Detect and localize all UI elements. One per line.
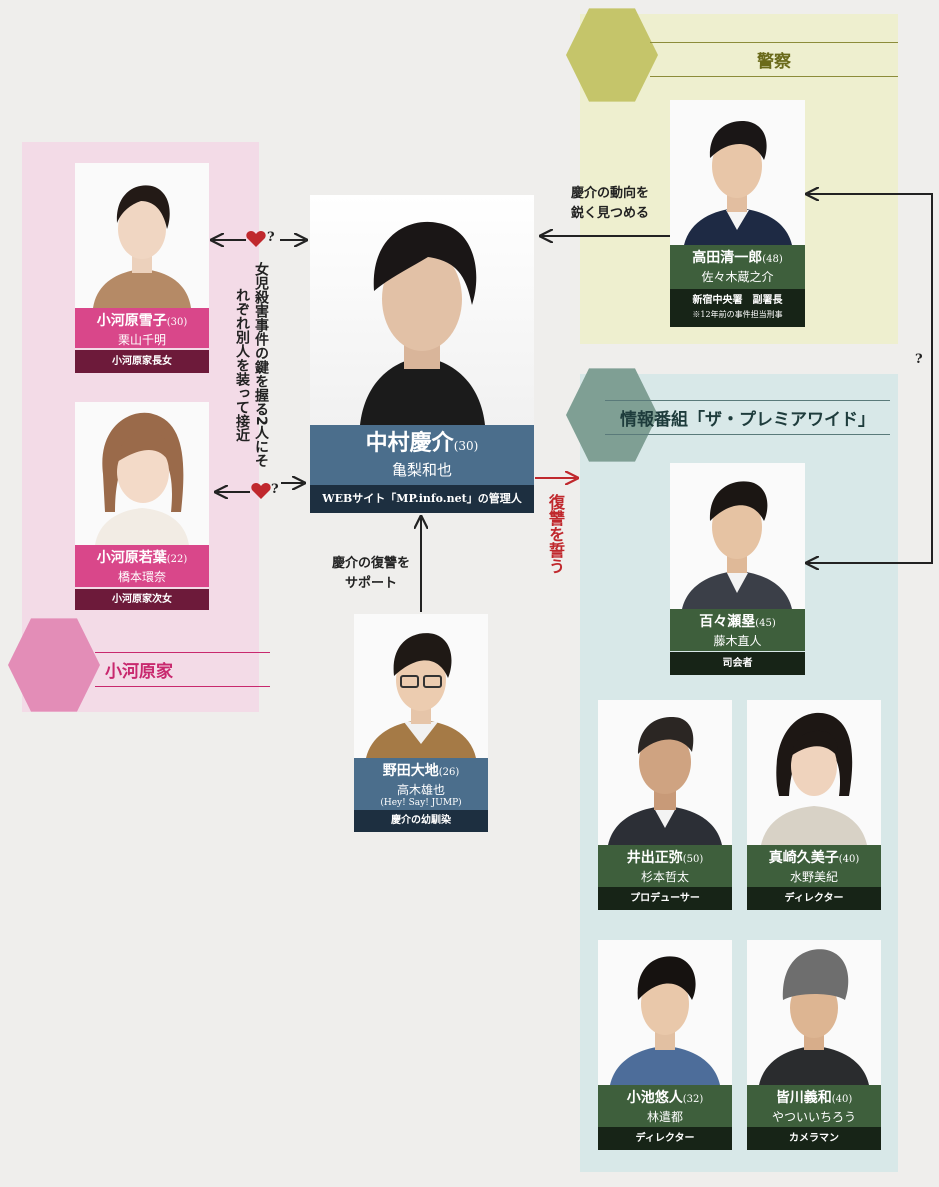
momose-photo — [670, 463, 805, 609]
support-line-1: 慶介の復讐を — [331, 556, 410, 571]
minagawa-actor: やついいちろう — [771, 1110, 856, 1124]
police-section-title: 警察 — [650, 42, 898, 77]
noda-namebox: 野田大地(26) 高木雄也 (Hey! Say! JUMP) — [354, 758, 488, 810]
masaki-actor: 水野美紀 — [789, 870, 838, 884]
masaki-role: ディレクター — [747, 887, 881, 910]
minagawa-photo — [747, 940, 881, 1085]
noda-age: (26) — [438, 767, 460, 778]
supporter-card-noda[interactable]: 野田大地(26) 高木雄也 (Hey! Say! JUMP) 慶介の幼馴染 — [354, 614, 488, 832]
noda-name: 野田大地 — [382, 763, 439, 779]
ide-namebox: 井出正弥(50) 杉本哲太 — [598, 845, 732, 887]
koike-namebox: 小池悠人(32) 林遣都 — [598, 1085, 732, 1127]
momose-role: 司会者 — [670, 652, 805, 675]
momose-name: 百々瀬塁 — [699, 614, 756, 630]
minagawa-namebox: 皆川義和(40) やついいちろう — [747, 1085, 881, 1127]
yukiko-role: 小河原家長女 — [75, 350, 209, 373]
question-mark: ? — [267, 230, 275, 245]
ide-actor: 杉本哲太 — [640, 870, 689, 884]
support-note: 慶介の復讐を サポート — [316, 554, 426, 594]
minagawa-role: カメラマン — [747, 1127, 881, 1150]
yukiko-name: 小河原雪子 — [96, 313, 167, 329]
takada-namebox: 高田清一郎(48) 佐々木蔵之介 — [670, 245, 805, 289]
yukiko-age: (30) — [166, 317, 188, 328]
wakaba-namebox: 小河原若葉(22) 橋本環奈 — [75, 545, 209, 587]
yukiko-namebox: 小河原雪子(30) 栗山千明 — [75, 308, 209, 348]
ide-photo — [598, 700, 732, 845]
tv-card-ide[interactable]: 井出正弥(50) 杉本哲太 プロデューサー — [598, 700, 732, 910]
police-card-takada[interactable]: 高田清一郎(48) 佐々木蔵之介 新宿中央署 副署長 ※12年前の事件担当刑事 — [670, 100, 805, 327]
takada-role-note: ※12年前の事件担当刑事 — [692, 310, 783, 319]
wakaba-age: (22) — [166, 554, 188, 565]
noda-actor: 高木雄也 — [396, 783, 445, 797]
tv-card-masaki[interactable]: 真崎久美子(40) 水野美紀 ディレクター — [747, 700, 881, 910]
yukiko-actor: 栗山千明 — [117, 333, 166, 347]
noda-group: (Hey! Say! JUMP) — [380, 798, 462, 808]
noda-photo — [354, 614, 488, 758]
tv-card-koike[interactable]: 小池悠人(32) 林遣都 ディレクター — [598, 940, 732, 1150]
koike-name: 小池悠人 — [626, 1090, 683, 1106]
main-character-role: WEBサイト「MP.info.net」の管理人 — [310, 485, 534, 513]
police-watch-line-1: 慶介の動向を — [570, 186, 649, 201]
tv-card-momose[interactable]: 百々瀬塁(45) 藤木直人 司会者 — [670, 463, 805, 675]
question-mark: ? — [915, 352, 923, 367]
wakaba-actor: 橋本環奈 — [117, 570, 166, 584]
takada-actor: 佐々木蔵之介 — [701, 270, 774, 284]
koike-photo — [598, 940, 732, 1085]
masaki-photo — [747, 700, 881, 845]
minagawa-name: 皆川義和 — [775, 1090, 832, 1106]
family-card-yukiko[interactable]: 小河原雪子(30) 栗山千明 小河原家長女 — [75, 163, 209, 373]
masaki-age: (40) — [838, 854, 860, 865]
revenge-note: 復讐を誓う — [546, 494, 565, 574]
main-character-name: 中村慶介 — [365, 430, 454, 456]
momose-namebox: 百々瀬塁(45) 藤木直人 — [670, 609, 805, 651]
police-watch-note: 慶介の動向を 鋭く見つめる — [552, 184, 668, 224]
takada-name: 高田清一郎 — [692, 250, 763, 266]
momose-age: (45) — [755, 618, 776, 629]
question-mark: ? — [271, 482, 279, 497]
family-approach-note: 女児殺害事件の鍵を握る2人にそれぞれ別人を装って接近 — [234, 262, 269, 468]
ide-role: プロデューサー — [598, 887, 732, 910]
koike-age: (32) — [682, 1094, 704, 1105]
main-character-card[interactable]: 中村慶介(30) 亀梨和也 WEBサイト「MP.info.net」の管理人 — [310, 195, 534, 513]
masaki-namebox: 真崎久美子(40) 水野美紀 — [747, 845, 881, 887]
takada-role-title: 新宿中央署 副署長 — [692, 295, 783, 306]
minagawa-age: (40) — [831, 1094, 853, 1105]
wakaba-role: 小河原家次女 — [75, 589, 209, 610]
wakaba-name: 小河原若葉 — [96, 550, 167, 566]
wakaba-photo — [75, 402, 209, 545]
heart-icon — [251, 483, 271, 499]
police-watch-line-2: 鋭く見つめる — [570, 206, 649, 221]
takada-photo — [670, 100, 805, 245]
yukiko-photo — [75, 163, 209, 308]
koike-role: ディレクター — [598, 1127, 732, 1150]
masaki-name: 真崎久美子 — [768, 850, 839, 866]
tv-card-minagawa[interactable]: 皆川義和(40) やついいちろう カメラマン — [747, 940, 881, 1150]
takada-role: 新宿中央署 副署長 ※12年前の事件担当刑事 — [670, 289, 805, 327]
takada-age: (48) — [762, 254, 783, 265]
main-character-actor: 亀梨和也 — [391, 461, 452, 479]
family-hexagon — [8, 618, 100, 712]
support-line-2: サポート — [344, 576, 397, 591]
main-character-photo — [310, 195, 534, 425]
momose-actor: 藤木直人 — [713, 634, 762, 648]
family-section-title: 小河原家 — [95, 652, 270, 687]
ide-age: (50) — [682, 854, 704, 865]
heart-icon — [246, 231, 266, 247]
noda-role: 慶介の幼馴染 — [354, 810, 488, 832]
main-character-namebox: 中村慶介(30) 亀梨和也 — [310, 425, 534, 485]
family-card-wakaba[interactable]: 小河原若葉(22) 橋本環奈 小河原家次女 — [75, 402, 209, 610]
koike-actor: 林遣都 — [646, 1110, 683, 1124]
ide-name: 井出正弥 — [626, 850, 683, 866]
main-character-age: (30) — [453, 439, 479, 453]
